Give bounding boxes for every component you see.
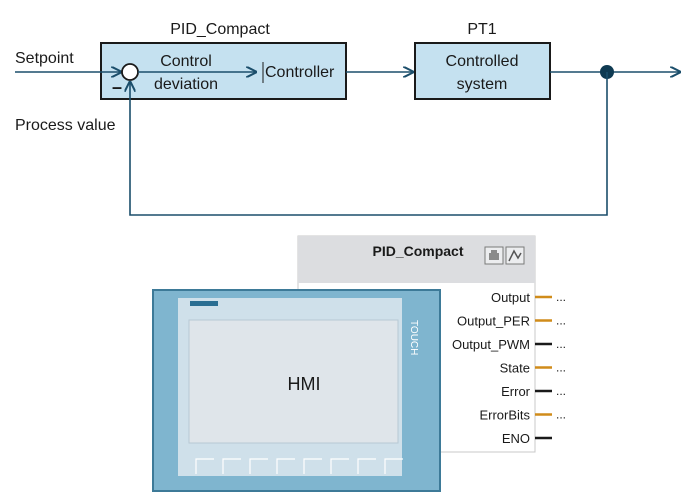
configuration-icon[interactable] xyxy=(505,246,525,265)
output-pin-value: ... xyxy=(556,408,566,422)
control-deviation-line1: Control xyxy=(160,53,212,70)
output-pin-errorbits[interactable]: ErrorBits... xyxy=(479,408,566,423)
controller-label: Controller xyxy=(265,64,335,81)
pid-block-title: PID_Compact xyxy=(170,21,270,38)
hmi-function-key[interactable] xyxy=(222,458,241,474)
commissioning-icon[interactable] xyxy=(484,246,504,265)
hmi-function-key[interactable] xyxy=(276,458,295,474)
output-pin-name: ErrorBits xyxy=(479,408,530,423)
output-pin-eno[interactable]: ENO xyxy=(502,431,552,446)
hmi-function-key[interactable] xyxy=(384,458,403,474)
pid-compact-block xyxy=(100,42,347,100)
output-pin-value: ... xyxy=(556,361,566,375)
output-pin-output[interactable]: Output... xyxy=(491,290,566,305)
controlled-system-block xyxy=(414,42,551,100)
minus-sign: – xyxy=(112,77,122,97)
output-pin-output-pwm[interactable]: Output_PWM... xyxy=(452,337,566,352)
output-pin-value: ... xyxy=(556,314,566,328)
hmi-screen xyxy=(188,319,399,444)
summing-junction xyxy=(121,63,139,81)
output-pin-name: State xyxy=(500,361,530,376)
pt1-block-title: PT1 xyxy=(467,21,496,38)
output-pin-value: ... xyxy=(556,337,566,351)
output-pin-name: Error xyxy=(501,384,531,399)
touch-brand-text: TOUCH xyxy=(408,320,419,355)
controlled-system-line2: system xyxy=(457,76,508,93)
process-value-label: Process value xyxy=(15,117,116,134)
control-deviation-line2: deviation xyxy=(154,76,218,93)
output-pin-name: Output xyxy=(491,290,530,305)
output-pin-name: Output_PWM xyxy=(452,337,530,352)
output-pin-error[interactable]: Error... xyxy=(501,384,566,399)
setpoint-label: Setpoint xyxy=(15,50,74,67)
output-pin-name: ENO xyxy=(502,431,530,446)
output-pin-name: Output_PER xyxy=(457,314,530,329)
output-pin-state[interactable]: State... xyxy=(500,361,566,376)
output-pin-value: ... xyxy=(556,290,566,304)
hmi-function-key[interactable] xyxy=(357,458,376,474)
hmi-function-key[interactable] xyxy=(195,458,214,474)
output-pin-value: ... xyxy=(556,384,566,398)
output-pin-output-per[interactable]: Output_PER... xyxy=(457,314,566,329)
function-block-title: PID_Compact xyxy=(372,243,463,259)
hmi-label: HMI xyxy=(288,374,321,394)
controlled-system-line1: Controlled xyxy=(446,53,519,70)
hmi-indicator xyxy=(190,301,218,306)
feedback-path xyxy=(130,72,608,216)
hmi-function-key[interactable] xyxy=(249,458,268,474)
hmi-function-key[interactable] xyxy=(330,458,349,474)
hmi-function-key[interactable] xyxy=(303,458,322,474)
hmi-panel: HMI TOUCH xyxy=(152,289,441,492)
control-loop: PID_Compact PT1 Setpoint – Control devia… xyxy=(15,21,680,216)
